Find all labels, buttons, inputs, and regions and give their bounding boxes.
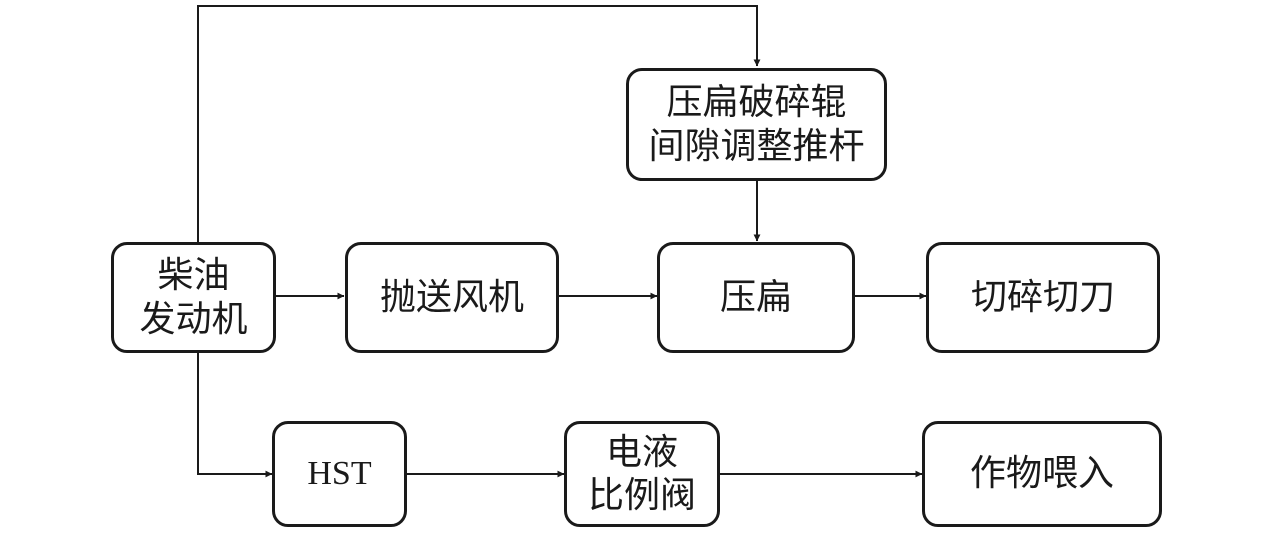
node-crop-feeding: 作物喂入 xyxy=(922,421,1162,527)
node-hst-line-1: HST xyxy=(307,454,372,492)
node-crop-feeding-line-1: 作物喂入 xyxy=(969,453,1114,495)
node-proportional-valve: 电液 比例阀 xyxy=(564,421,720,527)
node-cutter-line-1: 切碎切刀 xyxy=(970,276,1115,318)
edge-engine-to-hst xyxy=(197,353,273,478)
node-blower-line-1: 抛送风机 xyxy=(379,276,524,318)
edge-engine-to-pushrod xyxy=(197,5,761,242)
node-diesel-engine: 柴油 发动机 xyxy=(111,242,276,353)
node-proportional-valve-line-1: 电液 xyxy=(605,431,678,473)
node-proportional-valve-line-2: 比例阀 xyxy=(587,475,696,516)
node-flattening-line-1: 压扁 xyxy=(719,276,792,318)
node-blower: 抛送风机 xyxy=(345,242,559,353)
node-flattening: 压扁 xyxy=(657,242,855,353)
node-hst: HST xyxy=(272,421,407,527)
node-cutter: 切碎切刀 xyxy=(926,242,1160,353)
node-gap-pushrod: 压扁破碎辊 间隙调整推杆 xyxy=(626,68,887,181)
node-diesel-engine-line-2: 发动机 xyxy=(139,298,248,340)
node-gap-pushrod-line-2: 间隙调整推杆 xyxy=(648,125,865,167)
node-diesel-engine-line-1: 柴油 xyxy=(157,255,230,297)
node-gap-pushrod-line-1: 压扁破碎辊 xyxy=(666,82,847,124)
